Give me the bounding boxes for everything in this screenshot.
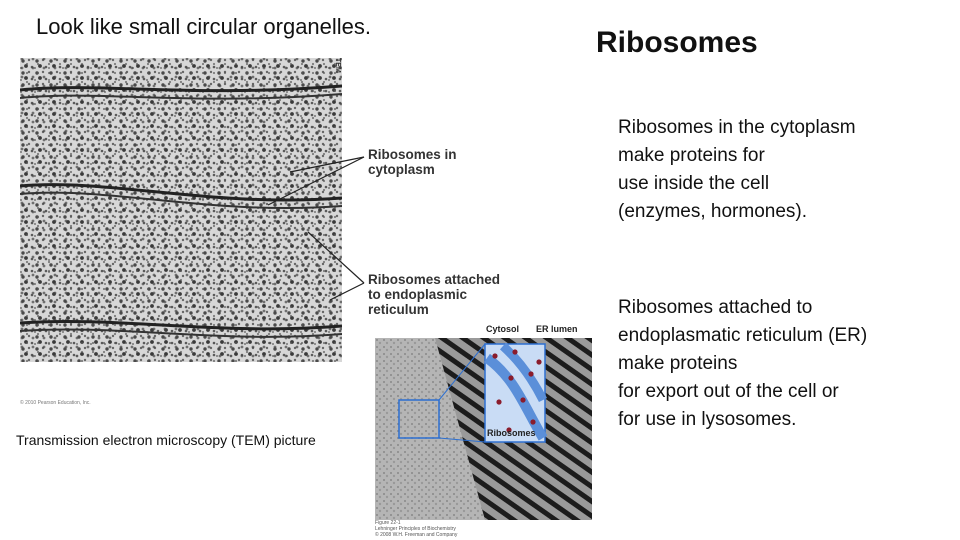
label-er-lumen: ER lumen: [536, 322, 578, 337]
er-figure: [375, 338, 592, 520]
er-micrograph-image: [375, 338, 592, 520]
tem-copyright: © 2010 Pearson Education, Inc.: [20, 400, 91, 406]
label-ribosomes-cytoplasm: Ribosomes in cytoplasm: [368, 147, 457, 177]
label-ribosomes-inset: Ribosomes: [487, 426, 536, 441]
label-cytosol: Cytosol: [486, 322, 519, 337]
er-figure-note: Figure 22-1 Lehninger Principles of Bioc…: [375, 520, 457, 538]
label-ribosomes-er: Ribosomes attached to endoplasmic reticu…: [368, 272, 500, 317]
